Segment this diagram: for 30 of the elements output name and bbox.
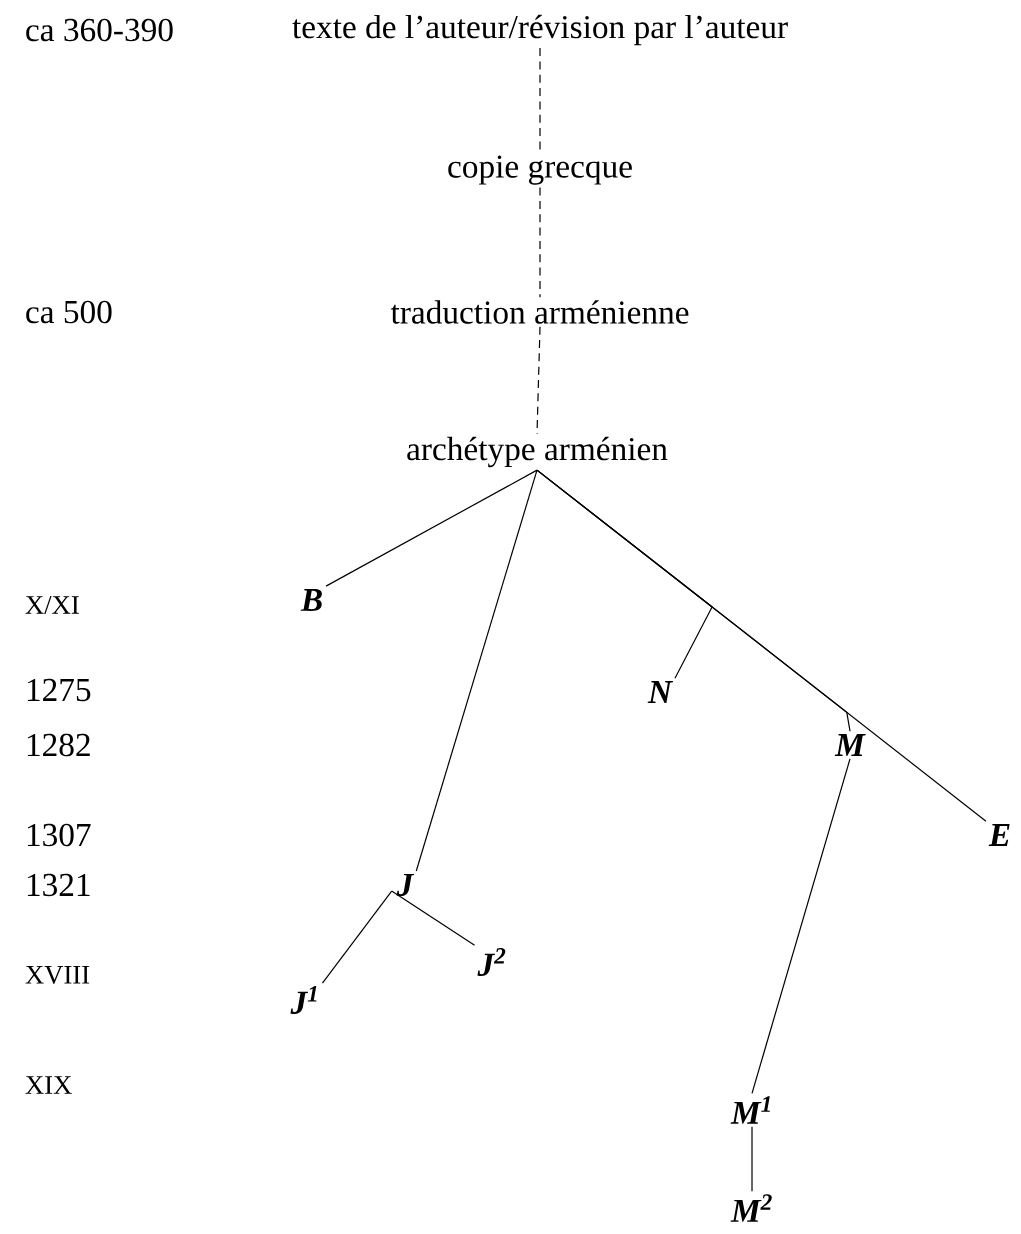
- date-label: XVIII: [25, 966, 90, 984]
- date-label: XIX: [25, 1076, 72, 1094]
- stemma-line: [321, 890, 393, 984]
- stemma-text: archétype arménien: [407, 436, 668, 468]
- manuscript-siglum: N: [647, 681, 674, 703]
- stemma-line: [391, 890, 476, 946]
- date-label: 1275: [27, 678, 91, 702]
- manuscript-siglum: E: [988, 824, 1010, 846]
- stemma-line: [325, 469, 538, 587]
- stemma-text: texte de l’auteur/révision par l’auteur: [292, 14, 788, 46]
- date-label: 1282: [27, 733, 90, 757]
- manuscript-siglum: B: [300, 589, 322, 611]
- date-label: 1321: [27, 873, 90, 897]
- date-label: ca 500: [26, 300, 112, 324]
- stemma-text: copie grecque: [448, 155, 632, 185]
- date-label: ca 360-390: [26, 18, 173, 42]
- manuscript-siglum: J$^{2}$: [477, 948, 506, 976]
- stemma-line: [751, 758, 851, 1094]
- manuscript-siglum: M$^{1}$: [730, 1096, 770, 1124]
- manuscript-siglum: J: [396, 873, 415, 897]
- manuscript-siglum: J$^{1}$: [290, 986, 317, 1014]
- date-label: X/XI: [25, 596, 79, 614]
- stemma-line: [415, 469, 538, 872]
- dashed-line: [536, 326, 541, 435]
- stemma-line: [751, 1126, 753, 1192]
- stemma-text: traduction arménienne: [390, 300, 689, 324]
- stemma-line: [536, 469, 987, 822]
- date-label: 1307: [27, 823, 91, 847]
- manuscript-siglum: M: [834, 734, 866, 756]
- manuscript-siglum: M$^{2}$: [730, 1194, 772, 1222]
